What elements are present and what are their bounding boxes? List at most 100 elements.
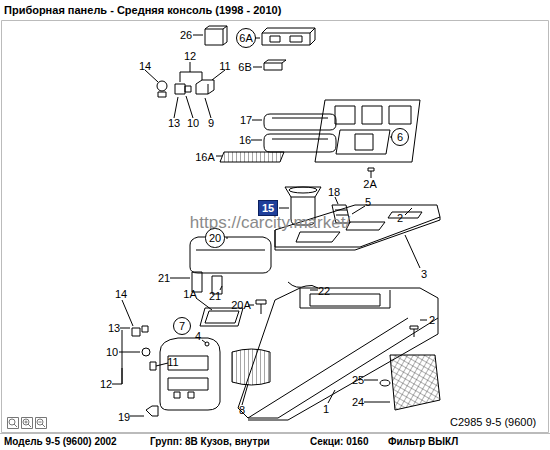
callout-number: 3	[421, 269, 427, 280]
callout-number: 19	[118, 412, 130, 423]
illustration-stroke	[196, 80, 214, 94]
callout-number: 21	[158, 273, 170, 284]
callout-number: 2	[397, 213, 403, 224]
illustration-stroke	[39, 422, 46, 427]
callout-text: 7	[179, 321, 185, 332]
callout-text: 6	[397, 132, 403, 143]
callout-number: 2A	[363, 179, 376, 190]
illustration-stroke	[272, 139, 328, 140]
illustration-stroke	[36, 418, 47, 429]
illustration-stroke	[119, 300, 168, 366]
illustration-stroke	[14, 424, 17, 427]
callout-number: 4	[195, 331, 201, 342]
callout-number: 13	[108, 323, 120, 334]
callout-number: 8	[239, 405, 245, 416]
illustration-stroke	[253, 67, 262, 68]
circled-callout: 20	[205, 228, 224, 247]
illustration-stroke	[405, 235, 420, 268]
illustration-stroke	[190, 237, 271, 273]
illustration-stroke	[410, 326, 418, 337]
callout-text: 6A	[239, 33, 252, 44]
callout-number: 12	[100, 379, 112, 390]
illustration-stroke	[0, 21, 550, 434]
illustration-stroke	[145, 62, 225, 82]
illustration-stroke	[205, 311, 239, 323]
callout-number: 17	[240, 115, 252, 126]
illustration-stroke	[285, 187, 321, 197]
callout-number: 1A	[183, 289, 196, 300]
footer-field: Секци: 0160	[310, 437, 368, 447]
circled-callout: 6	[391, 128, 409, 146]
illustration-stroke	[270, 36, 302, 42]
callout-number: 11	[167, 357, 178, 368]
callout-number: 21	[209, 291, 221, 302]
illustration-stroke	[232, 349, 270, 385]
illustration-stroke	[272, 118, 328, 119]
illustration-stroke	[256, 300, 266, 314]
illustration-stroke	[202, 340, 206, 343]
illustration-stroke	[315, 100, 420, 162]
illustration-stroke	[390, 355, 440, 410]
callout-number: 12	[184, 51, 196, 62]
callout-number: 10	[187, 118, 199, 129]
callout-number: 11	[219, 61, 230, 72]
footer-field: Групп: 8B Кузов, внутри	[150, 437, 270, 447]
illustration-stroke	[310, 290, 318, 291]
callout-number: 5	[365, 197, 371, 208]
illustration-stroke	[251, 120, 262, 140]
illustration-stroke	[335, 106, 411, 124]
callout-number: 26	[180, 30, 192, 41]
callout-number: 2	[429, 315, 435, 326]
illustration-stroke	[132, 326, 148, 336]
page-title: Приборная панель - Средняя консоль (1998…	[4, 4, 281, 16]
callout-number: 16	[239, 135, 251, 146]
callout-number: 1	[323, 404, 329, 415]
footer-field: Модель 9-5 (9600) 2002	[4, 437, 117, 447]
illustration-stroke	[160, 338, 220, 410]
illustration-stroke	[300, 288, 390, 308]
illustration-stroke	[8, 418, 47, 429]
illustration-stroke	[150, 362, 156, 370]
callout-number: 20A	[231, 300, 251, 311]
illustration-stroke	[2, 21, 549, 433]
illustration-stroke	[226, 238, 228, 239]
illustration-stroke	[174, 392, 194, 398]
illustration-stroke	[174, 96, 211, 118]
callout-number: 24	[352, 397, 364, 408]
callout-text: 15	[262, 203, 274, 214]
illustration-stroke	[420, 320, 427, 321]
illustration-stroke	[289, 187, 317, 193]
callout-number: 6B	[238, 62, 251, 73]
highlighted-callout: 15	[258, 200, 278, 216]
circled-callout: 7	[173, 317, 191, 335]
illustration-stroke	[142, 348, 150, 356]
callout-text: 20	[209, 233, 221, 244]
callout-number: 14	[139, 61, 151, 72]
illustration-stroke	[264, 134, 336, 152]
illustration-stroke	[200, 308, 243, 326]
illustration-stroke	[279, 208, 289, 209]
illustration-stroke	[146, 406, 158, 416]
illustration-stroke	[242, 384, 248, 405]
callout-number: 18	[328, 187, 340, 198]
callout-number: 9	[208, 118, 214, 129]
illustration-stroke	[368, 168, 374, 178]
callout-number: 10	[106, 347, 118, 358]
illustration-stroke	[175, 84, 191, 94]
illustration-stroke	[168, 356, 208, 390]
callout-number: 25	[352, 375, 364, 386]
callout-number: 13	[168, 118, 180, 129]
illustration-stroke	[22, 418, 33, 429]
illustration-stroke	[130, 416, 144, 417]
footer-field: Фильтр ВЫКЛ	[388, 437, 458, 447]
illustration-stroke	[216, 156, 222, 157]
callout-number: 22	[318, 286, 330, 297]
illustration-stroke	[205, 26, 227, 45]
illustration-stroke	[355, 134, 373, 150]
illustration-stroke	[264, 60, 286, 70]
illustration-stroke	[158, 92, 166, 97]
callout-number: 14	[115, 289, 127, 300]
drawing-code: C2985 9-5 (9600)	[450, 417, 536, 428]
illustration-stroke	[262, 28, 315, 45]
illustration-stroke	[157, 81, 167, 91]
